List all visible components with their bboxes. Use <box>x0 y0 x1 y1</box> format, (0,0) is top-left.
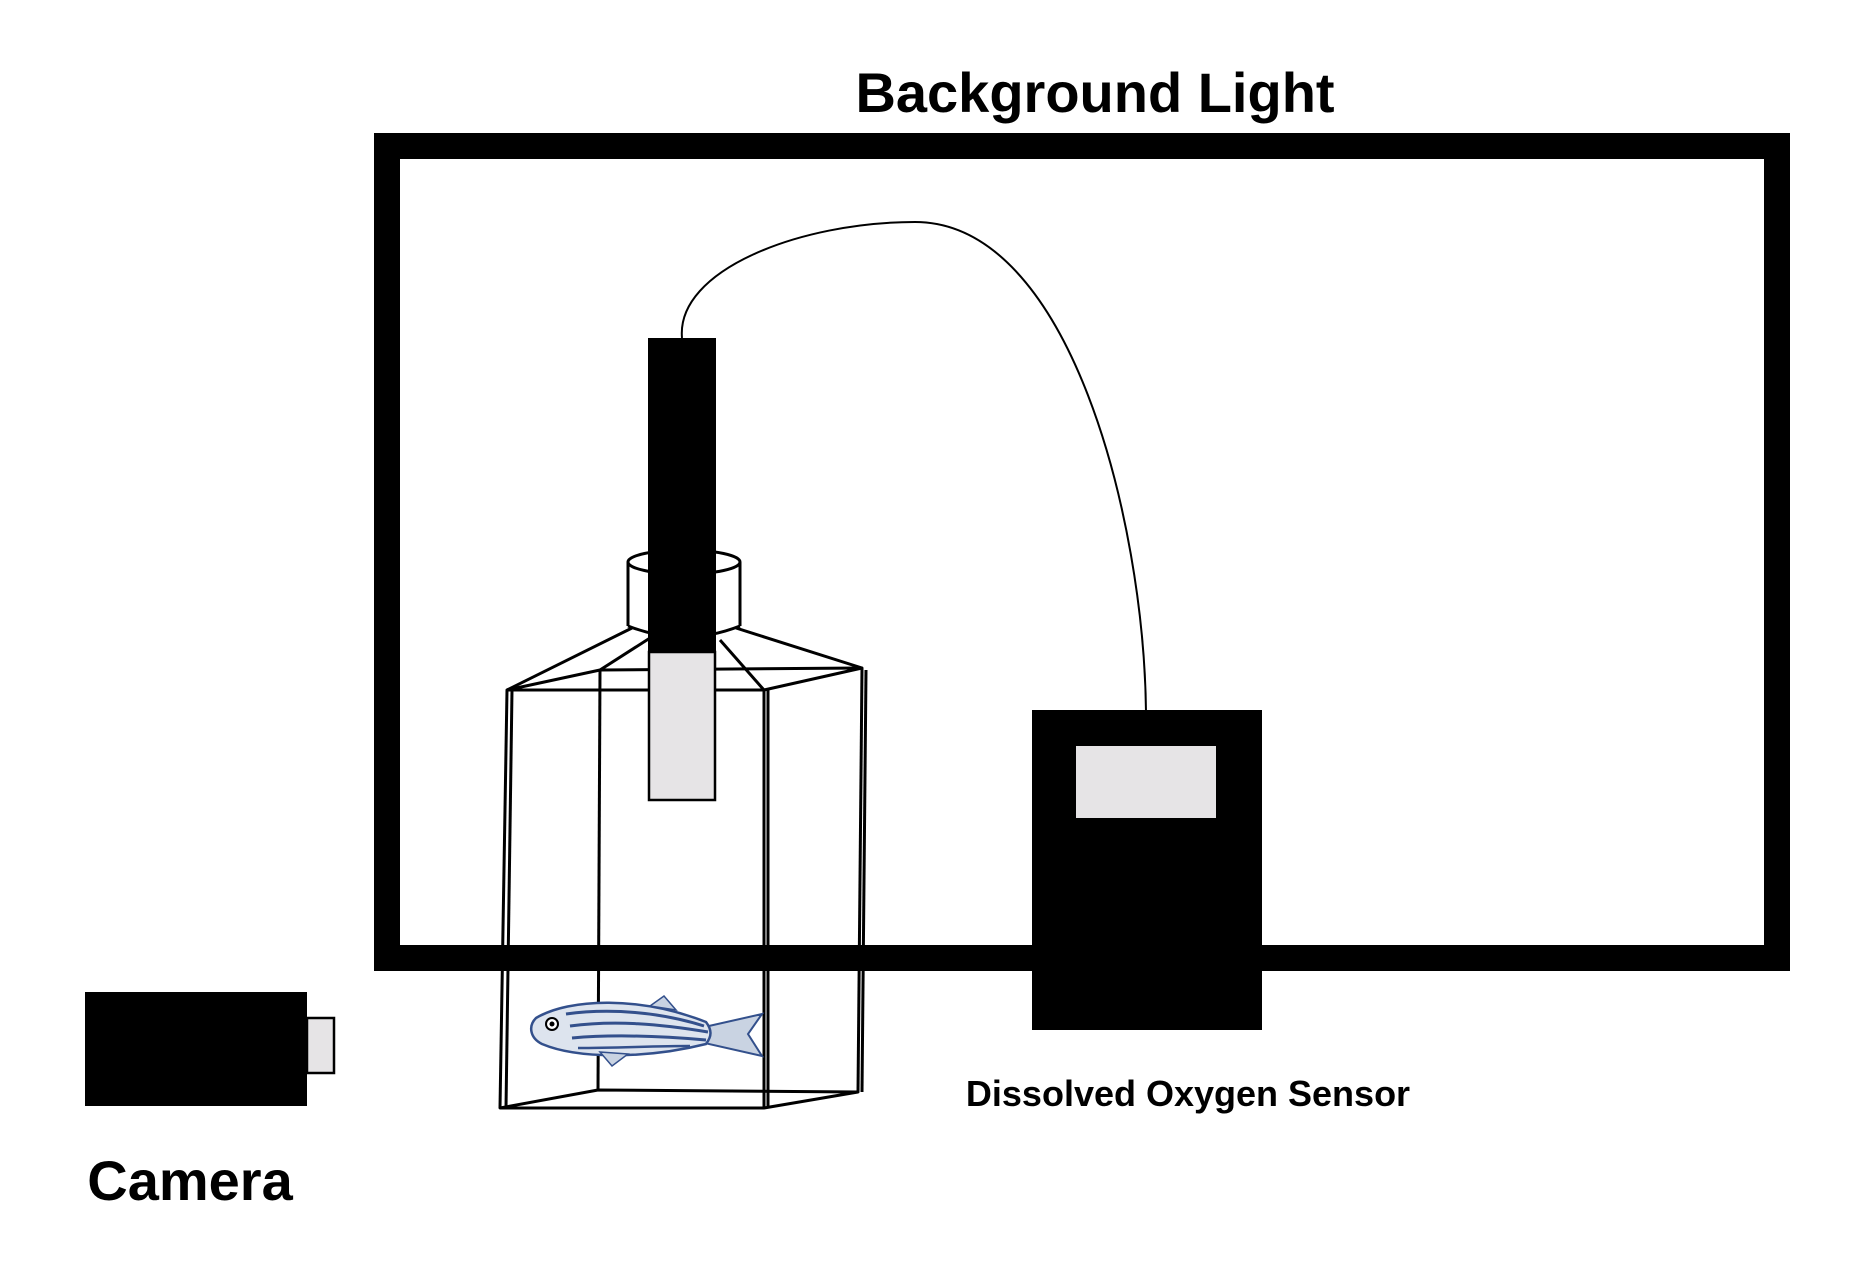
probe-cable <box>680 220 1147 713</box>
camera-body <box>85 992 307 1106</box>
background-light-label: Background Light <box>855 61 1334 124</box>
tank-icon <box>498 548 868 1110</box>
oxygen-probe-icon <box>647 338 717 802</box>
dissolved-oxygen-sensor-label: Dissolved Oxygen Sensor <box>966 1073 1410 1114</box>
camera-icon <box>85 992 336 1106</box>
oxygen-meter-icon <box>1032 710 1262 1030</box>
zebrafish-icon <box>529 994 765 1068</box>
meter-display <box>1076 746 1216 818</box>
probe-body <box>648 338 716 652</box>
probe-tip <box>647 650 717 802</box>
camera-lens <box>305 1016 336 1075</box>
camera-label: Camera <box>87 1149 293 1212</box>
